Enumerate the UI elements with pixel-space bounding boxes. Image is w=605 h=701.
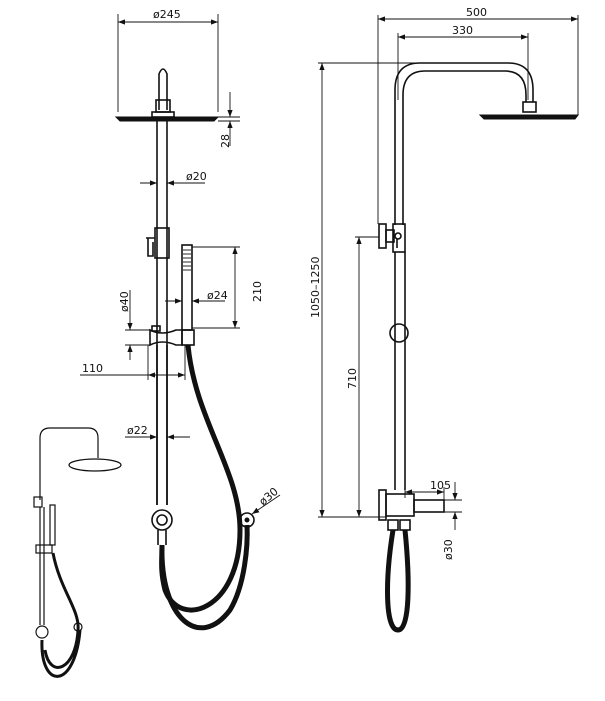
dim-holder-projection: 110	[82, 362, 103, 375]
side-dimension-lines	[318, 15, 579, 530]
wall-bracket	[378, 223, 387, 249]
dim-handset-diameter: ø24	[207, 289, 228, 302]
mixer-outlet	[413, 499, 445, 513]
dim-arm-diameter: ø20	[186, 170, 207, 183]
mixer-valve	[151, 509, 173, 531]
side-view: 500 330 1050–1250 710 105 ø30	[309, 6, 579, 633]
dim-total-projection: 500	[466, 6, 487, 19]
side-shower-head	[478, 114, 579, 120]
side-mixer	[385, 493, 415, 517]
dim-outlet-projection: 105	[430, 479, 451, 492]
dim-diverter-height: 710	[346, 368, 359, 389]
dim-inlet-diameter: ø30	[442, 539, 455, 560]
dimension-lines	[80, 14, 281, 515]
shower-head	[114, 116, 220, 122]
dim-connector-diameter: ø30	[257, 485, 281, 508]
dim-rail-diameter: ø22	[127, 424, 148, 437]
dim-head-thickness: 28	[219, 134, 232, 148]
dim-arm-reach: 330	[452, 24, 473, 37]
dim-holder-diameter: ø40	[118, 291, 131, 312]
side-holder	[389, 323, 409, 343]
side-hose	[385, 529, 411, 633]
dim-head-diameter: ø245	[153, 8, 181, 21]
front-view: ø245 28 ø20 ø40 ø24 210 110 ø22 ø30	[80, 8, 281, 631]
side-diverter	[392, 223, 406, 253]
shower-arm	[158, 68, 168, 110]
arm-connector	[155, 99, 171, 113]
diverter-body	[154, 227, 170, 259]
shower-hose	[159, 344, 243, 613]
dim-height-range: 1050–1250	[309, 257, 322, 319]
handset-holder	[149, 328, 183, 347]
side-arm-outer	[394, 62, 534, 225]
diverter-lever	[146, 237, 155, 257]
wall-elbow	[239, 512, 255, 528]
thumbnail-view	[33, 427, 122, 678]
dim-handset-length: 210	[251, 281, 264, 302]
